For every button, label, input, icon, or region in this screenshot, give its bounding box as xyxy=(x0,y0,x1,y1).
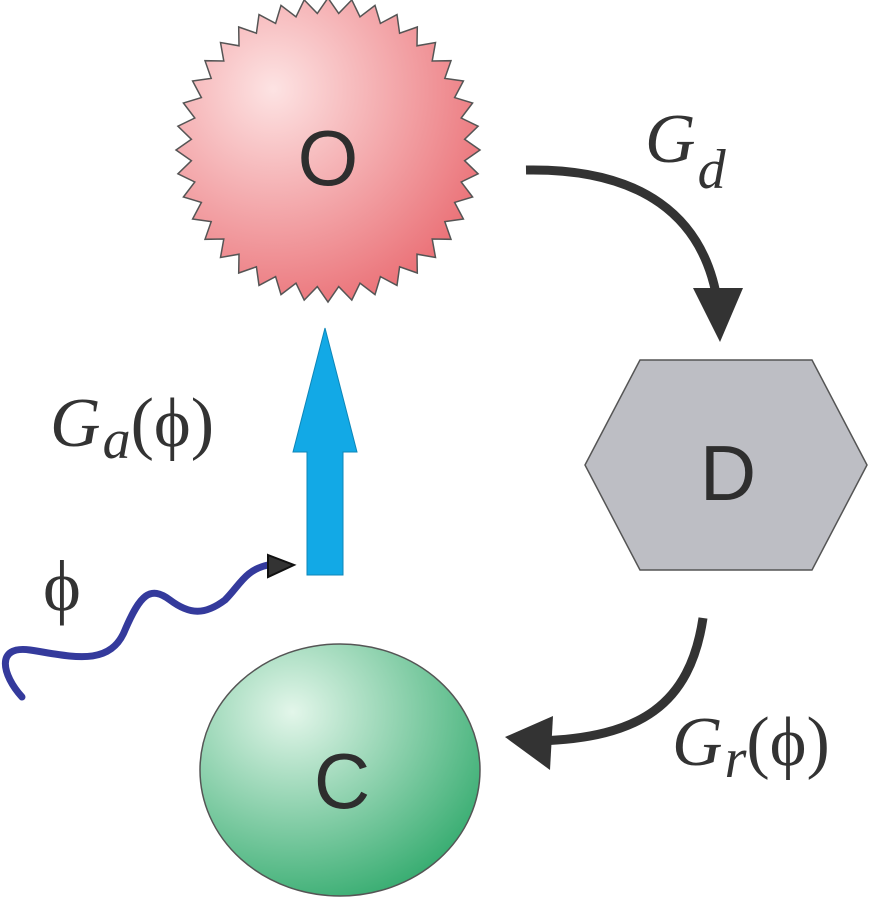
light-symbol-label: ϕ xyxy=(43,546,81,626)
closed-state-label: C xyxy=(314,737,370,825)
open-state-label: O xyxy=(298,114,359,202)
recovery-arrowhead xyxy=(505,716,553,770)
deactivation-rate-label: Gd xyxy=(645,101,727,201)
activation-rate-label: Ga(ϕ) xyxy=(50,385,214,471)
deactivation-arrow xyxy=(525,165,723,306)
open-state-node xyxy=(174,0,482,304)
dark-state-node xyxy=(584,359,868,571)
recovery-rate-label: Gr(ϕ) xyxy=(672,704,830,790)
light-wave xyxy=(1,561,272,701)
recovery-arrow xyxy=(537,617,708,746)
deactivation-arrowhead xyxy=(693,288,743,342)
dark-state-label: D xyxy=(700,429,756,517)
activation-arrow xyxy=(292,327,358,576)
light-wave-arrowhead xyxy=(267,553,297,579)
closed-state-node xyxy=(199,643,481,897)
